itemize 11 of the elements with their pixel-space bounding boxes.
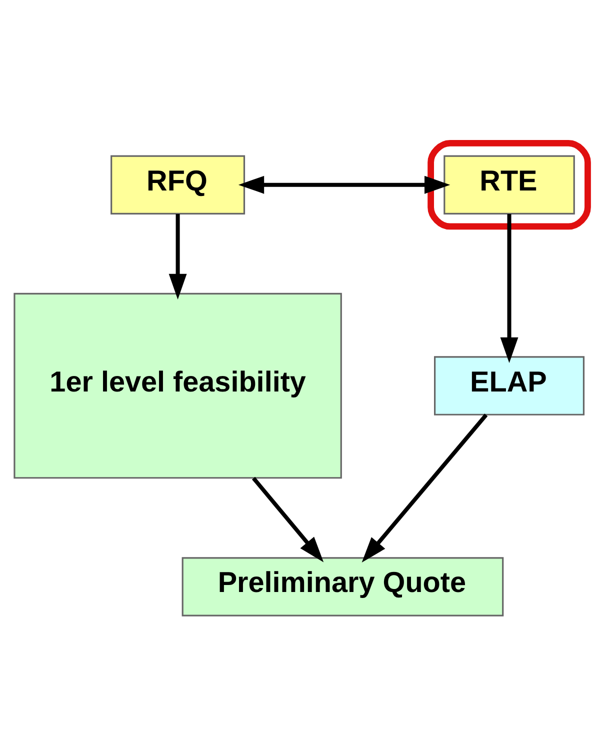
cluster <box>428 140 591 230</box>
node-box: 1er level feasibility <box>14 292 342 478</box>
arrow <box>500 213 518 362</box>
arrow <box>362 413 488 562</box>
arrow <box>168 213 187 300</box>
arrow <box>238 175 450 194</box>
node-box: RFQ <box>110 154 246 214</box>
node-box: ELAP <box>434 356 585 415</box>
arrow <box>252 476 324 562</box>
node-box: Preliminary Quote <box>182 556 504 616</box>
node-box: RTE <box>444 154 575 214</box>
